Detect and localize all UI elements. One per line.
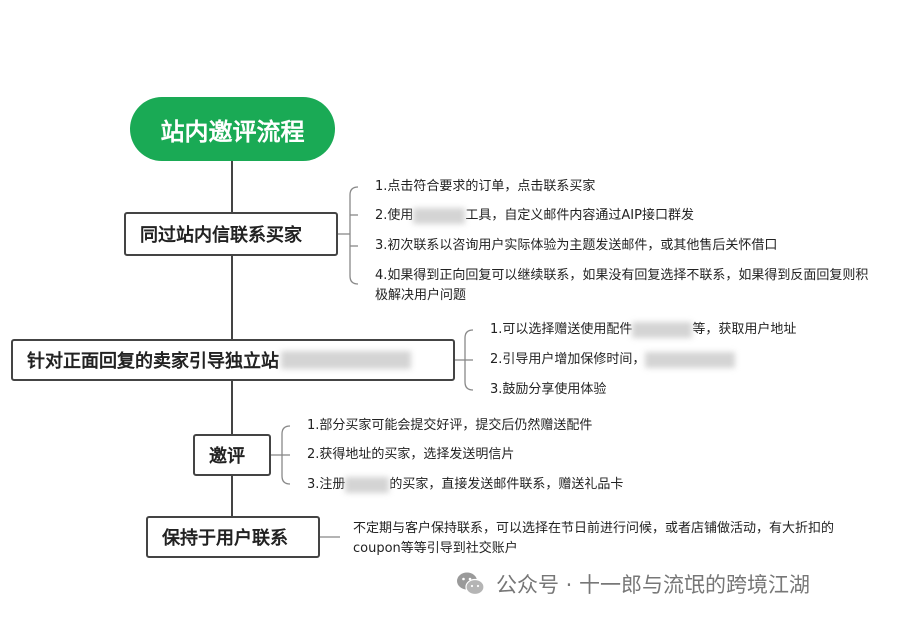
leaf-2-1: 1.可以选择赠送使用配件等，获取用户地址 (490, 321, 797, 338)
watermark: 公众号 · 十一郎与流氓的跨境江湖 (456, 569, 810, 599)
node-contact-buyer: 同过站内信联系买家 (124, 212, 338, 256)
node-invite-review: 邀评 (193, 434, 271, 476)
leaf-2-3: 3.鼓励分享使用体验 (490, 382, 607, 397)
redacted-block (645, 351, 736, 368)
leaf-3-3: 3.注册的买家，直接发送邮件联系，赠送礼品卡 (307, 476, 624, 493)
wechat-icon (457, 572, 485, 596)
node-keep-contact: 保持于用户联系 (146, 516, 320, 558)
leaf-1-2: 2.使用工具，自定义邮件内容通过AIP接口群发 (375, 207, 694, 224)
node-guide-independent-site: 针对正面回复的卖家引导独立站 (11, 339, 455, 381)
watermark-text: 公众号 · 十一郎与流氓的跨境江湖 (496, 573, 811, 597)
leaf-3-1: 1.部分买家可能会提交好评，提交后仍然赠送配件 (307, 418, 593, 433)
leaf-3-2: 2.获得地址的买家，选择发送明信片 (307, 447, 515, 462)
leaf-1-4: 4.如果得到正向回复可以继续联系，如果没有回复选择不联系，如果得到反面回复则积极… (375, 268, 869, 303)
redacted-block (632, 321, 693, 338)
leaf-2-2: 2.引导用户增加保修时间， (490, 350, 736, 370)
leaf-1-1: 1.点击符合要求的订单，点击联系买家 (375, 179, 596, 194)
redacted-block (281, 351, 411, 369)
root-node: 站内邀评流程 (130, 97, 335, 161)
redacted-block (413, 207, 466, 224)
leaf-1-3: 3.初次联系以咨询用户实际体验为主题发送邮件，或其他售后关怀借口 (375, 238, 778, 253)
redacted-block (345, 476, 390, 493)
